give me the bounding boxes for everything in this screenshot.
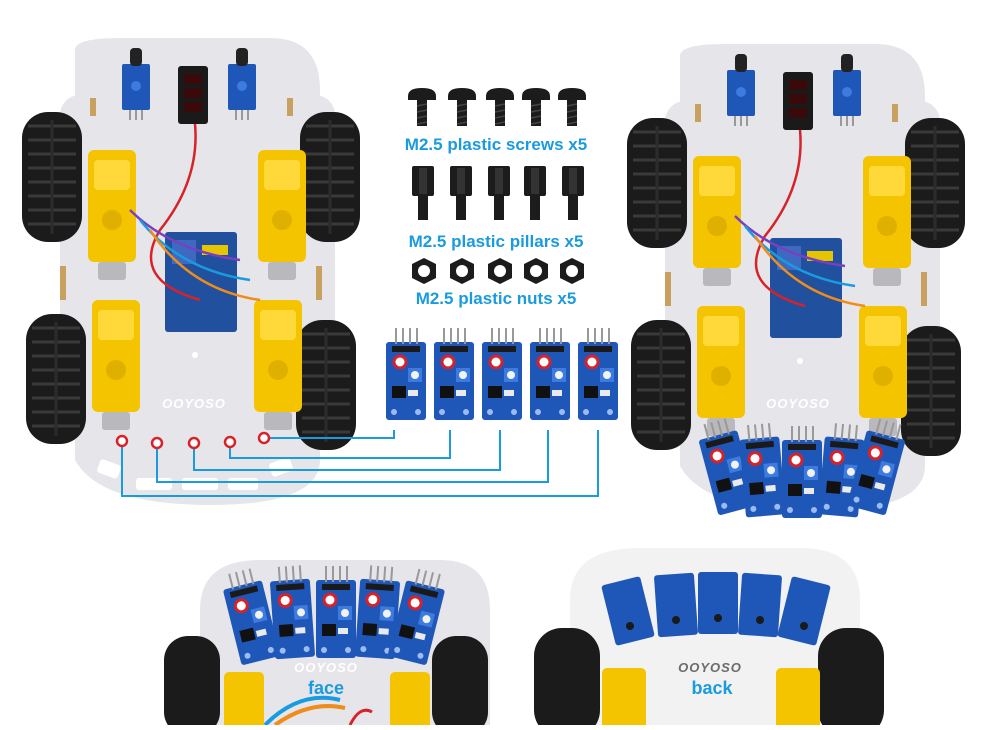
screw-icon (557, 87, 587, 127)
face-view-label: face (307, 678, 345, 698)
nut-icon (412, 258, 436, 284)
mounting-guide-lines (121, 430, 599, 497)
screws-group (407, 87, 587, 127)
nut-icon (560, 258, 584, 284)
tracking-sensor-icon (528, 326, 572, 422)
car-back-view (534, 548, 884, 730)
pillar-icon (488, 166, 510, 220)
back-view-label: back (691, 678, 733, 698)
pillar-icon (450, 166, 472, 220)
pillar-icon (524, 166, 546, 220)
brand-logo-left: OOYOSO (162, 396, 226, 411)
nut-icon (450, 258, 474, 284)
screw-icon (447, 87, 477, 127)
tracking-sensor-icon (384, 326, 428, 422)
brand-logo-face: OOYOSO (294, 660, 358, 675)
brand-logo-right: OOYOSO (766, 396, 830, 411)
screw-icon (521, 87, 551, 127)
tracking-sensors-row (384, 326, 620, 422)
car-face-view (164, 560, 490, 730)
tracking-sensor-icon (432, 326, 476, 422)
screw-icon (485, 87, 515, 127)
car-top-view-left (22, 38, 360, 505)
tracking-sensor-icon (576, 326, 620, 422)
nut-icon (524, 258, 548, 284)
nuts-caption: M2.5 plastic nuts x5 (415, 289, 577, 308)
screws-caption: M2.5 plastic screws x5 (404, 135, 588, 154)
pillars-group (412, 166, 584, 220)
pillars-caption: M2.5 plastic pillars x5 (408, 232, 584, 251)
screw-icon (407, 87, 437, 127)
tracking-sensor-icon (480, 326, 524, 422)
mount-hole-markers (115, 431, 271, 450)
nuts-group (412, 258, 584, 284)
brand-logo-back: OOYOSO (678, 660, 742, 675)
pillar-icon (562, 166, 584, 220)
pillar-icon (412, 166, 434, 220)
nut-icon (488, 258, 512, 284)
